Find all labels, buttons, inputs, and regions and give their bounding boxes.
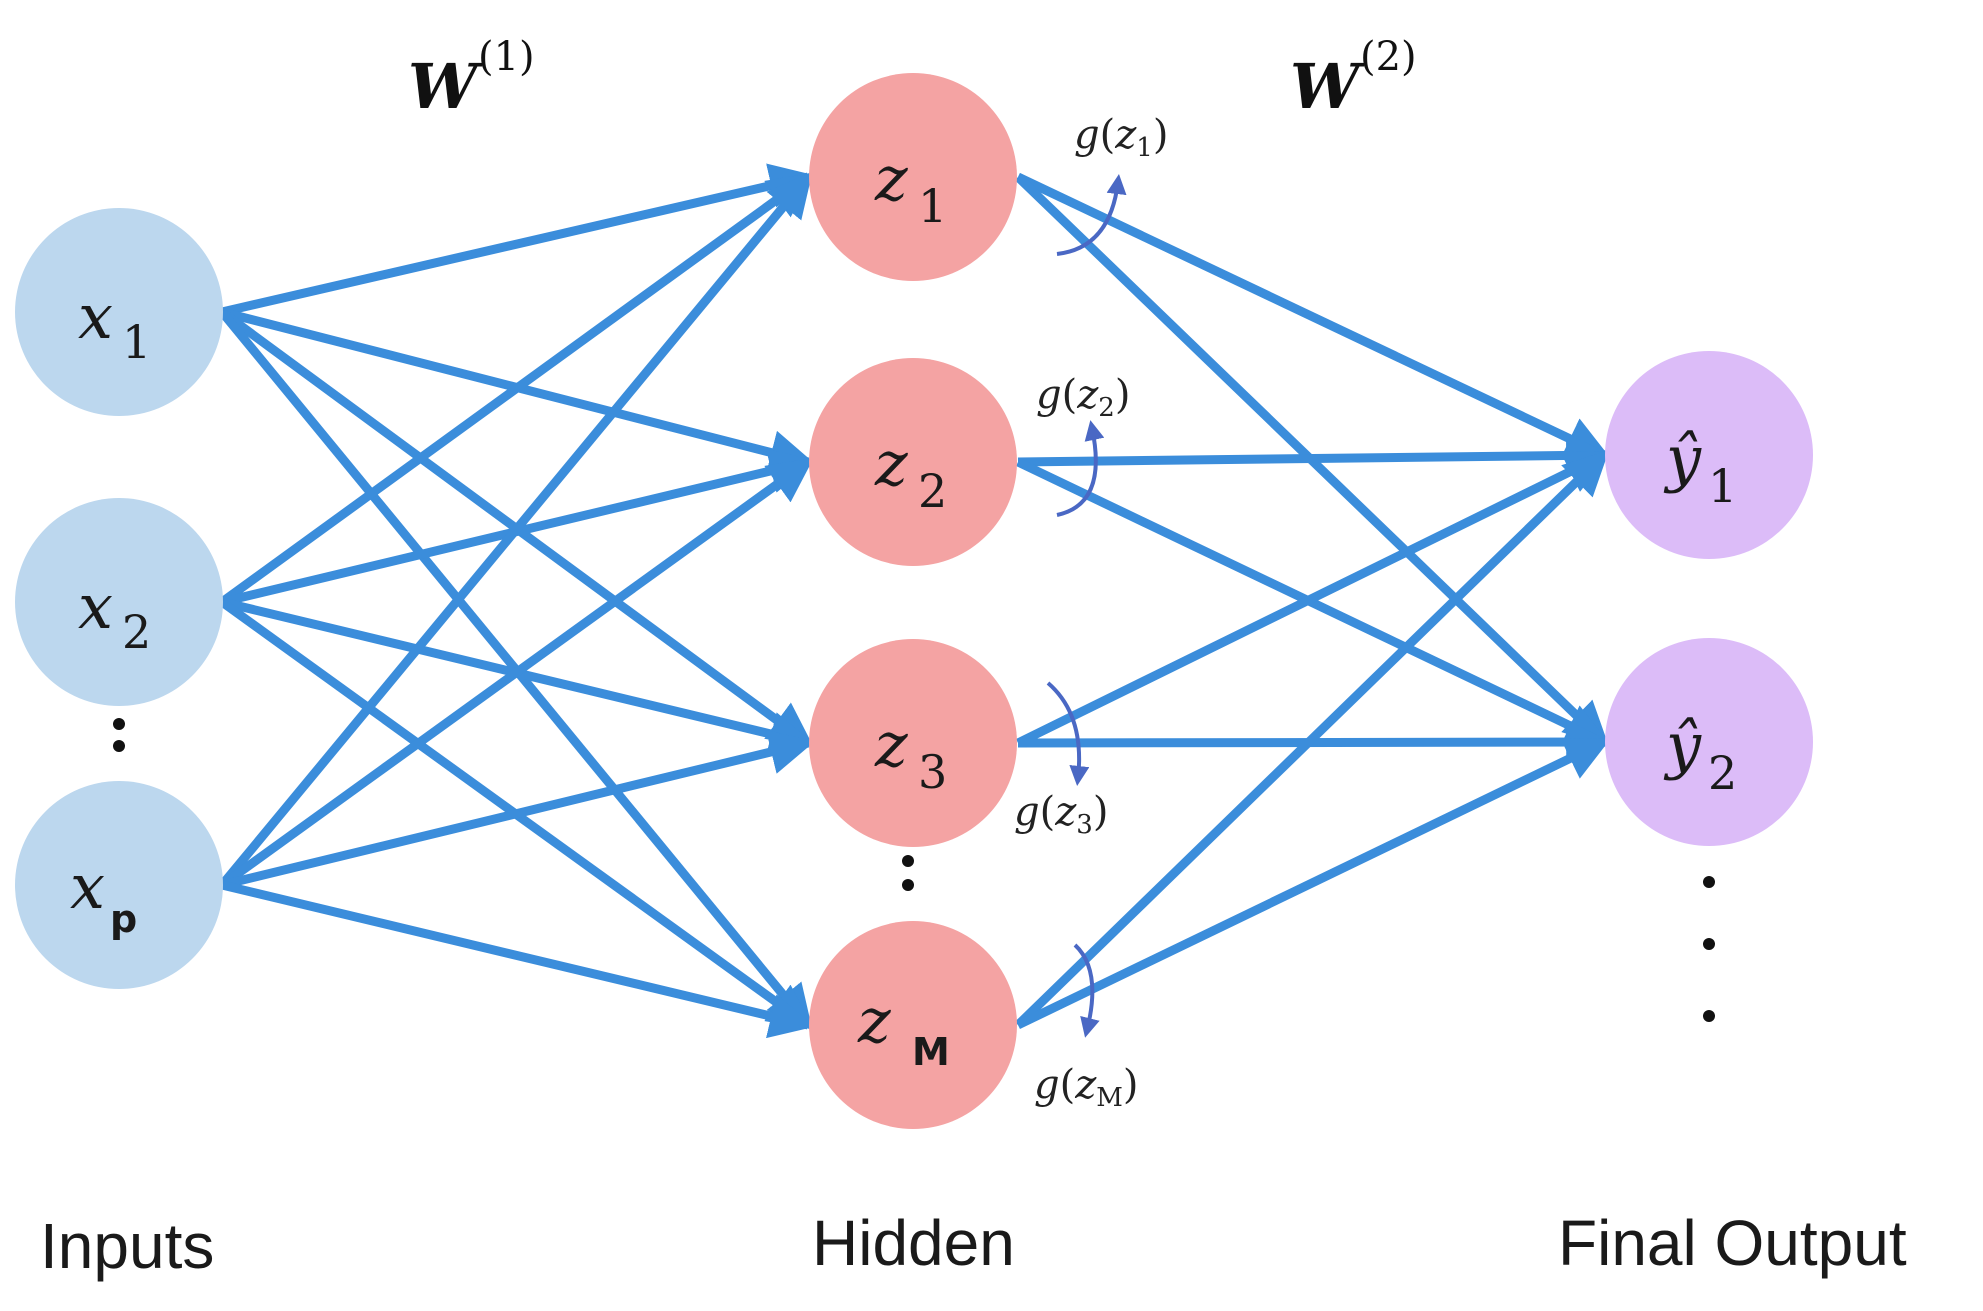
activation-text: g(zM) <box>1034 1062 1139 1113</box>
activation-arc-z3 <box>1046 681 1090 786</box>
activation-label-z3: g(z3) <box>1014 789 1108 840</box>
activation-arc-zm <box>1073 943 1100 1038</box>
output-node-y1: ŷ 1 <box>1605 351 1813 559</box>
output-node-circle <box>1605 638 1813 846</box>
input-node-subscript: 1 <box>122 315 151 369</box>
weight-label-w2: W (2) <box>1290 34 1417 123</box>
hidden-node-z3: z 3 <box>809 639 1017 847</box>
hidden-node-symbol: z <box>857 984 891 1057</box>
output-node-circle <box>1605 351 1813 559</box>
activation-arc-z2 <box>1056 420 1105 517</box>
input-node-symbol: x <box>78 280 113 353</box>
column-label-hidden: Hidden <box>812 1207 1015 1279</box>
output-node-y2: ŷ 2 <box>1605 638 1813 846</box>
activation-text: g(z1) <box>1074 112 1168 163</box>
hidden-node-subscript: 2 <box>918 464 947 518</box>
edge-z3-y1 <box>1016 450 1611 748</box>
edge-xp-zm <box>220 880 816 1039</box>
hidden-node-symbol: z <box>874 427 908 500</box>
weight-label-w1: W (1) <box>408 34 535 123</box>
input-node-circle <box>15 498 223 706</box>
hidden-node-symbol: z <box>874 708 908 781</box>
nodes: x 1 x 2 x p z 1 z 2 z 3 <box>15 73 1813 1129</box>
hidden-node-circle <box>809 639 1017 847</box>
weight-symbol: W <box>1290 50 1365 123</box>
ellipsis-outputs <box>1703 876 1715 1022</box>
edge-xp-z2 <box>219 457 814 889</box>
hidden-node-subscript: 1 <box>918 179 947 233</box>
edge-z2-y1 <box>1017 432 1612 478</box>
input-node-circle <box>15 208 223 416</box>
activation-label-zm: g(zM) <box>1034 1062 1139 1113</box>
edge-z1-y1 <box>1016 172 1611 460</box>
output-node-symbol: ŷ <box>1663 709 1702 782</box>
hidden-node-z2: z 2 <box>809 358 1017 566</box>
weight-superscript: (2) <box>1360 34 1417 80</box>
ellipsis-dot <box>1703 938 1715 950</box>
activation-arc-z1 <box>1056 174 1127 256</box>
input-node-symbol: x <box>70 850 105 923</box>
activation-arcs <box>1046 174 1127 1038</box>
output-node-subscript: 2 <box>1708 746 1737 800</box>
input-node-subscript: p <box>110 897 137 941</box>
edge-zm-y2 <box>1016 737 1611 1030</box>
input-node-x1: x 1 <box>15 208 223 416</box>
hidden-node-circle <box>809 73 1017 281</box>
ellipsis-dot <box>902 879 914 891</box>
edge-x2-z1 <box>219 172 814 606</box>
hidden-node-circle <box>809 358 1017 566</box>
column-label-inputs: Inputs <box>40 1210 214 1282</box>
activation-text: g(z3) <box>1014 789 1108 840</box>
activation-text: g(z2) <box>1036 372 1130 423</box>
ellipsis-dot <box>902 855 914 867</box>
input-node-x2: x 2 <box>15 498 223 706</box>
weight-superscript: (1) <box>478 34 535 80</box>
activation-label-z2: g(z2) <box>1036 372 1130 423</box>
ellipsis-dot <box>1703 876 1715 888</box>
input-node-symbol: x <box>78 570 113 643</box>
input-node-circle <box>15 781 223 989</box>
output-node-subscript: 1 <box>1708 459 1737 513</box>
hidden-node-zm: z M <box>809 921 1017 1129</box>
hidden-node-z1: z 1 <box>809 73 1017 281</box>
edge-x1-z1 <box>220 163 816 317</box>
hidden-node-circle <box>809 921 1017 1129</box>
output-node-symbol: ŷ <box>1663 422 1702 495</box>
activation-label-z1: g(z1) <box>1074 112 1168 163</box>
hidden-node-subscript: M <box>912 1030 950 1074</box>
ellipsis-dot <box>113 718 125 730</box>
edge-xp-z1 <box>218 171 813 888</box>
hidden-node-symbol: z <box>874 142 908 215</box>
ellipsis-hidden <box>902 855 914 891</box>
edge-xp-z3 <box>220 730 815 890</box>
ellipsis-dot <box>113 740 125 752</box>
weight-symbol: W <box>408 50 483 123</box>
column-label-output: Final Output <box>1558 1207 1907 1279</box>
connections <box>218 163 1612 1039</box>
input-node-xp: x p <box>15 781 223 989</box>
ellipsis-inputs <box>113 718 125 752</box>
ellipsis-dot <box>1703 1010 1715 1022</box>
hidden-node-subscript: 3 <box>918 745 947 799</box>
edge-zm-y1 <box>1014 449 1610 1029</box>
input-node-subscript: 2 <box>122 605 151 659</box>
